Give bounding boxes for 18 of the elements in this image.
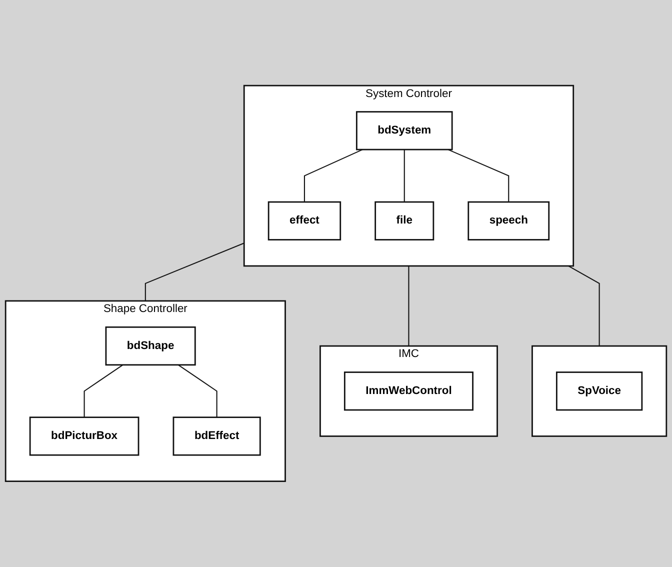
connector [84, 364, 124, 418]
node-box: bdEffect [172, 416, 261, 456]
node-box: speech [468, 201, 550, 240]
node-box: file [374, 201, 434, 240]
cluster [532, 345, 668, 437]
node-box: effect [268, 201, 342, 240]
node-box: SpVoice [556, 372, 643, 411]
node-box: bdPicturBox [29, 416, 140, 456]
connector [448, 149, 510, 202]
connector [568, 266, 600, 346]
connector [304, 149, 363, 202]
connector [404, 150, 405, 202]
connector [178, 364, 218, 418]
connector [408, 266, 410, 346]
node-box: bdShape [105, 326, 196, 366]
node-box: bdSystem [356, 111, 453, 150]
node-box: ImmWebControl [344, 372, 474, 411]
connector [144, 242, 244, 301]
